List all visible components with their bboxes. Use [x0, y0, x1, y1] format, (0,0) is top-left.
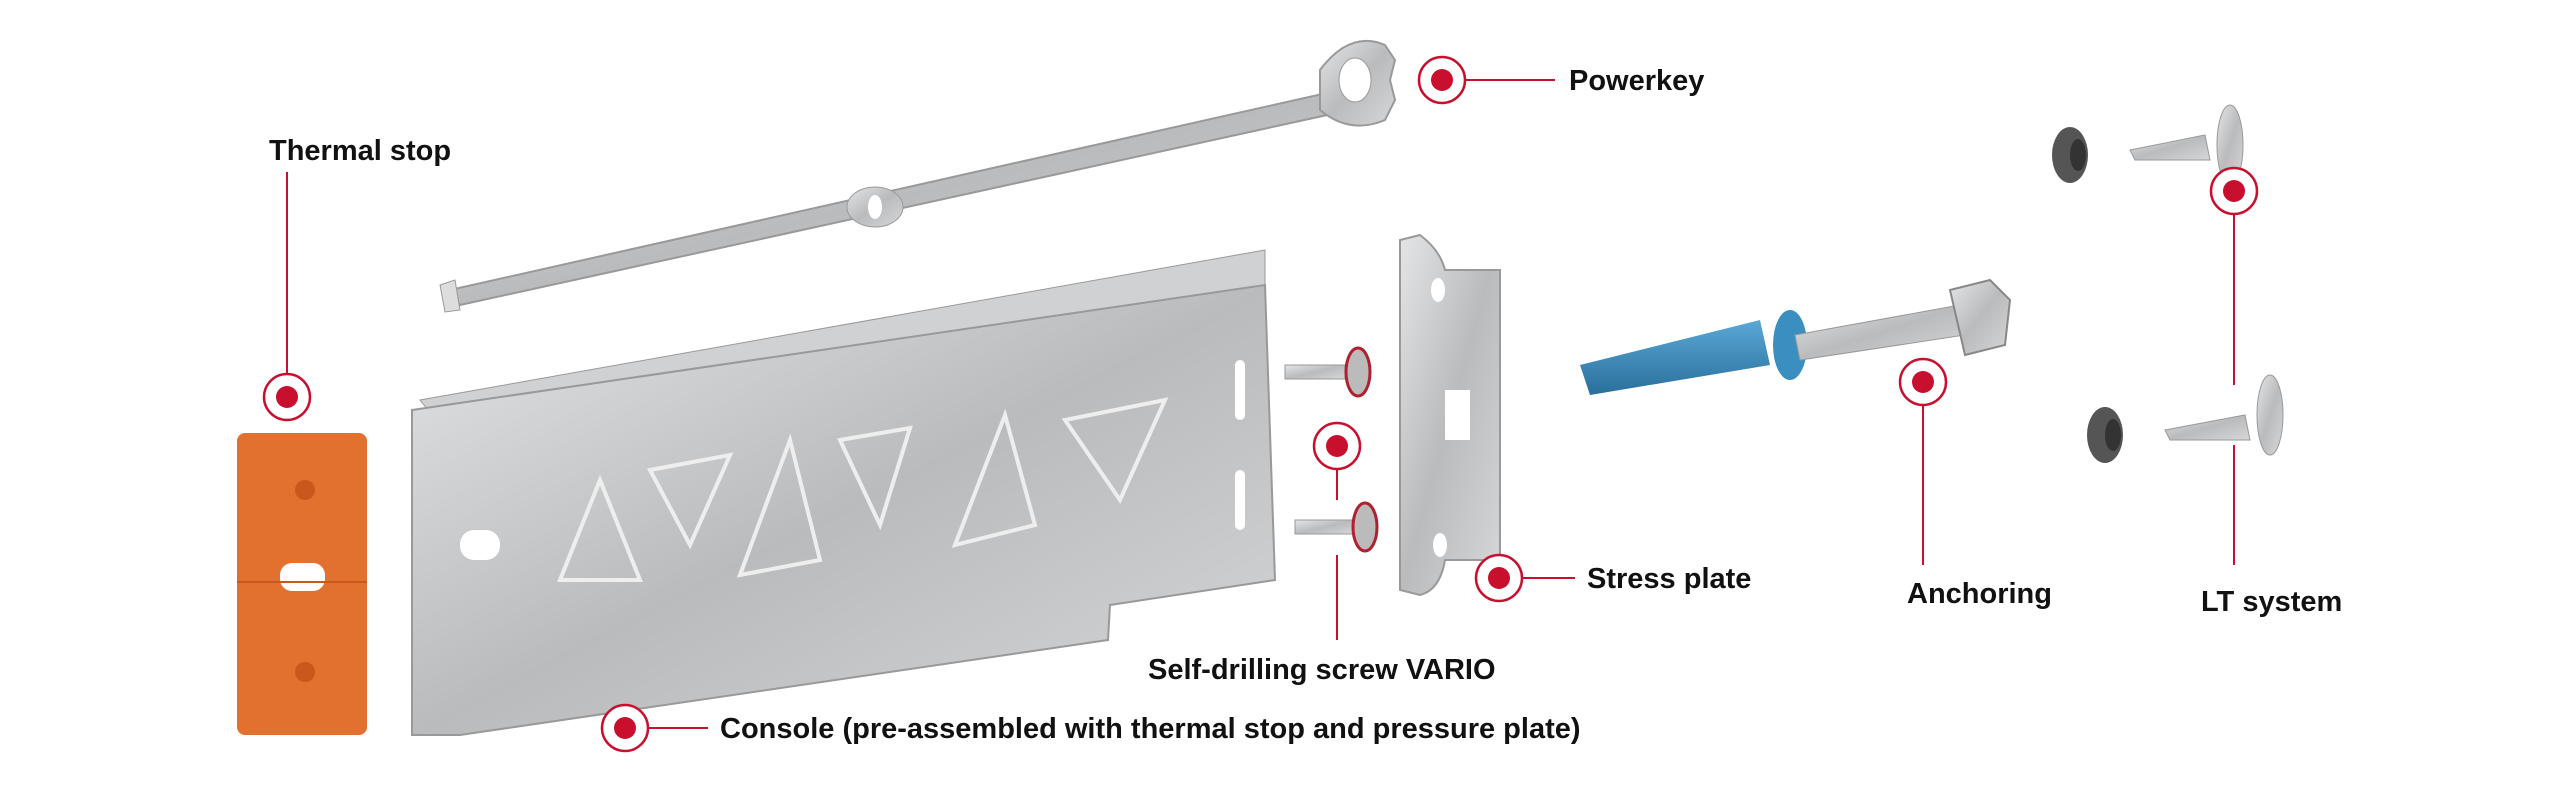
callout-stress-plate: Stress plate — [1474, 553, 1751, 603]
label-console: Console (pre-assembled with thermal stop… — [720, 713, 1581, 745]
label-powerkey: Powerkey — [1569, 65, 1704, 97]
marker-dot — [276, 386, 298, 408]
self-drilling-screw-parts — [1284, 346, 1379, 553]
marker-dot — [614, 717, 636, 739]
callout-powerkey: Powerkey — [1417, 55, 1704, 105]
anchoring-part — [1580, 278, 2012, 395]
marker-dot — [1326, 435, 1348, 457]
stress-plate-part — [1399, 233, 1501, 597]
powerkey-part — [439, 39, 1397, 313]
marker-dot — [1431, 69, 1453, 91]
marker-dot — [2223, 180, 2245, 202]
callout-anchoring: Anchoring — [1898, 357, 2052, 610]
lt-system-parts — [2052, 104, 2284, 463]
marker-dot — [1912, 371, 1934, 393]
label-anchoring: Anchoring — [1907, 578, 2052, 610]
label-lt-system: LT system — [2201, 586, 2342, 618]
callout-console: Console (pre-assembled with thermal stop… — [600, 703, 1581, 753]
label-stress-plate: Stress plate — [1587, 563, 1751, 595]
marker-dot — [1488, 567, 1510, 589]
console-part — [411, 249, 1277, 736]
label-thermal-stop: Thermal stop — [269, 135, 451, 167]
label-self-drilling-screw: Self-drilling screw VARIO — [1148, 654, 1496, 686]
callout-thermal-stop: Thermal stop — [262, 135, 451, 422]
thermal-stop-part — [237, 433, 367, 735]
callout-lt-system: LT system — [2201, 166, 2342, 618]
callout-self-drilling-screw: Self-drilling screw VARIO — [1148, 421, 1496, 686]
